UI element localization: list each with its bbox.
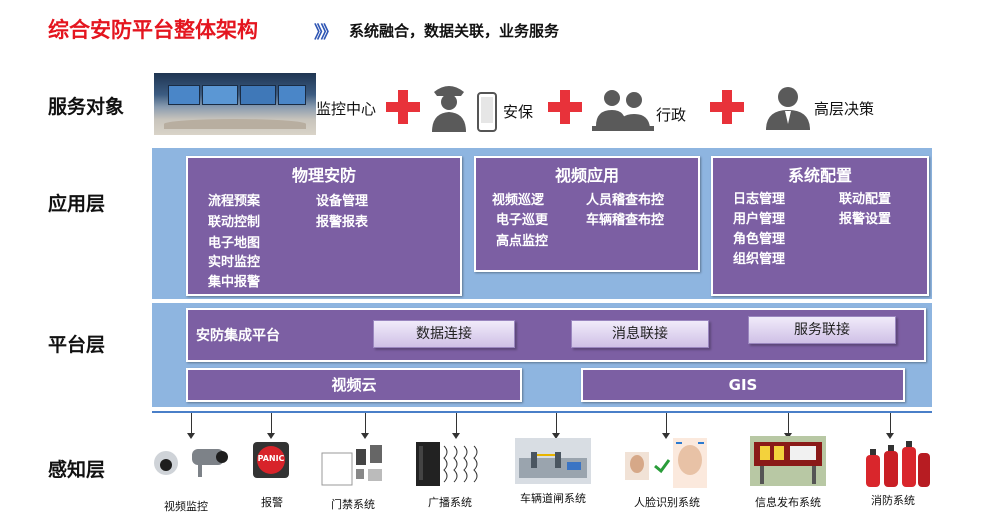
device-label-access: 门禁系统 xyxy=(331,498,375,511)
list-item: 设备管理 xyxy=(316,194,369,209)
plus-icon xyxy=(548,90,582,124)
camera-icon xyxy=(152,441,228,481)
info-display-icon xyxy=(750,436,826,486)
page-subtitle: 系统融合，数据关联，业务服务 xyxy=(349,22,560,40)
admin-staff-icon xyxy=(592,86,654,134)
list-item: 高点监控 xyxy=(496,234,549,249)
down-arrow-icon xyxy=(187,413,195,439)
plus-icon xyxy=(386,90,420,124)
panic-button-icon: PANIC xyxy=(252,441,290,479)
list-item: 电子巡更 xyxy=(496,213,549,228)
system-config-box: 系统配置 日志管理 用户管理 角色管理 组织管理 联动配置 报警设置 xyxy=(711,156,929,296)
double-chevron-icon: 》》 xyxy=(314,23,337,43)
list-item: 电子地图 xyxy=(208,236,261,251)
row-label-application: 应用层 xyxy=(48,193,106,215)
fire-extinguisher-icon xyxy=(862,437,932,489)
page-title: 综合安防平台整体架构 xyxy=(48,18,258,42)
video-cloud-box: 视频云 xyxy=(186,368,522,402)
device-label-fire: 消防系统 xyxy=(871,494,915,507)
panic-badge: PANIC xyxy=(257,454,285,463)
row-label-service: 服务对象 xyxy=(48,96,125,118)
list-item: 角色管理 xyxy=(733,232,786,247)
service-label-monitoring-center: 监控中心 xyxy=(316,100,377,118)
down-arrow-icon xyxy=(452,413,460,439)
device-label-vehicle-gate: 车辆道闸系统 xyxy=(520,492,586,505)
list-item: 联动配置 xyxy=(839,192,892,207)
device-label-info: 信息发布系统 xyxy=(755,496,821,509)
data-connection-button[interactable]: 数据连接 xyxy=(373,320,515,348)
down-arrow-icon xyxy=(886,413,894,439)
list-item: 人员稽查布控 xyxy=(586,193,665,208)
broadcast-icon xyxy=(414,440,488,488)
divider-line xyxy=(152,411,932,413)
face-recognition-icon xyxy=(625,438,707,488)
vehicle-gate-icon xyxy=(515,438,591,484)
list-item: 车辆稽查布控 xyxy=(586,213,665,228)
row-label-perception: 感知层 xyxy=(48,459,106,481)
security-guard-icon xyxy=(428,80,470,132)
service-label-admin: 行政 xyxy=(656,106,687,124)
plus-icon xyxy=(710,90,744,124)
down-arrow-icon xyxy=(267,413,275,439)
phone-icon xyxy=(477,92,497,132)
list-item: 流程预案 xyxy=(208,194,261,209)
physical-security-title: 物理安防 xyxy=(291,166,356,185)
access-control-icon xyxy=(320,441,386,487)
device-label-camera: 视频监控 xyxy=(164,500,208,513)
video-application-title: 视频应用 xyxy=(554,166,619,185)
executive-icon xyxy=(764,84,812,130)
down-arrow-icon xyxy=(784,413,792,439)
message-connection-button[interactable]: 消息联接 xyxy=(571,320,709,348)
gis-box: GIS xyxy=(581,368,905,402)
list-item: 报警报表 xyxy=(316,215,369,230)
down-arrow-icon xyxy=(361,413,369,439)
device-label-broadcast: 广播系统 xyxy=(428,496,472,509)
list-item: 联动控制 xyxy=(208,215,261,230)
service-label-security: 安保 xyxy=(503,103,534,121)
down-arrow-icon xyxy=(662,413,670,439)
device-label-face: 人脸识别系统 xyxy=(634,496,700,509)
video-application-box: 视频应用 视频巡逻 电子巡更 高点监控 人员稽查布控 车辆稽查布控 xyxy=(474,156,700,272)
monitoring-center-photo xyxy=(154,73,316,135)
list-item: 视频巡逻 xyxy=(492,193,545,208)
list-item: 用户管理 xyxy=(733,212,786,227)
list-item: 组织管理 xyxy=(733,252,786,267)
down-arrow-icon xyxy=(552,413,560,439)
list-item: 实时监控 xyxy=(208,255,261,270)
list-item: 日志管理 xyxy=(733,192,786,207)
row-label-platform: 平台层 xyxy=(48,334,106,356)
list-item: 集中报警 xyxy=(208,275,261,290)
physical-security-box: 物理安防 流程预案 联动控制 电子地图 实时监控 集中报警 设备管理 报警报表 xyxy=(186,156,462,296)
system-config-title: 系统配置 xyxy=(787,166,852,185)
integration-platform-label: 安防集成平台 xyxy=(196,328,280,344)
service-connection-button[interactable]: 服务联接 xyxy=(748,316,896,344)
device-label-alarm: 报警 xyxy=(261,496,283,509)
service-label-executive: 高层决策 xyxy=(814,100,875,118)
list-item: 报警设置 xyxy=(839,212,892,227)
